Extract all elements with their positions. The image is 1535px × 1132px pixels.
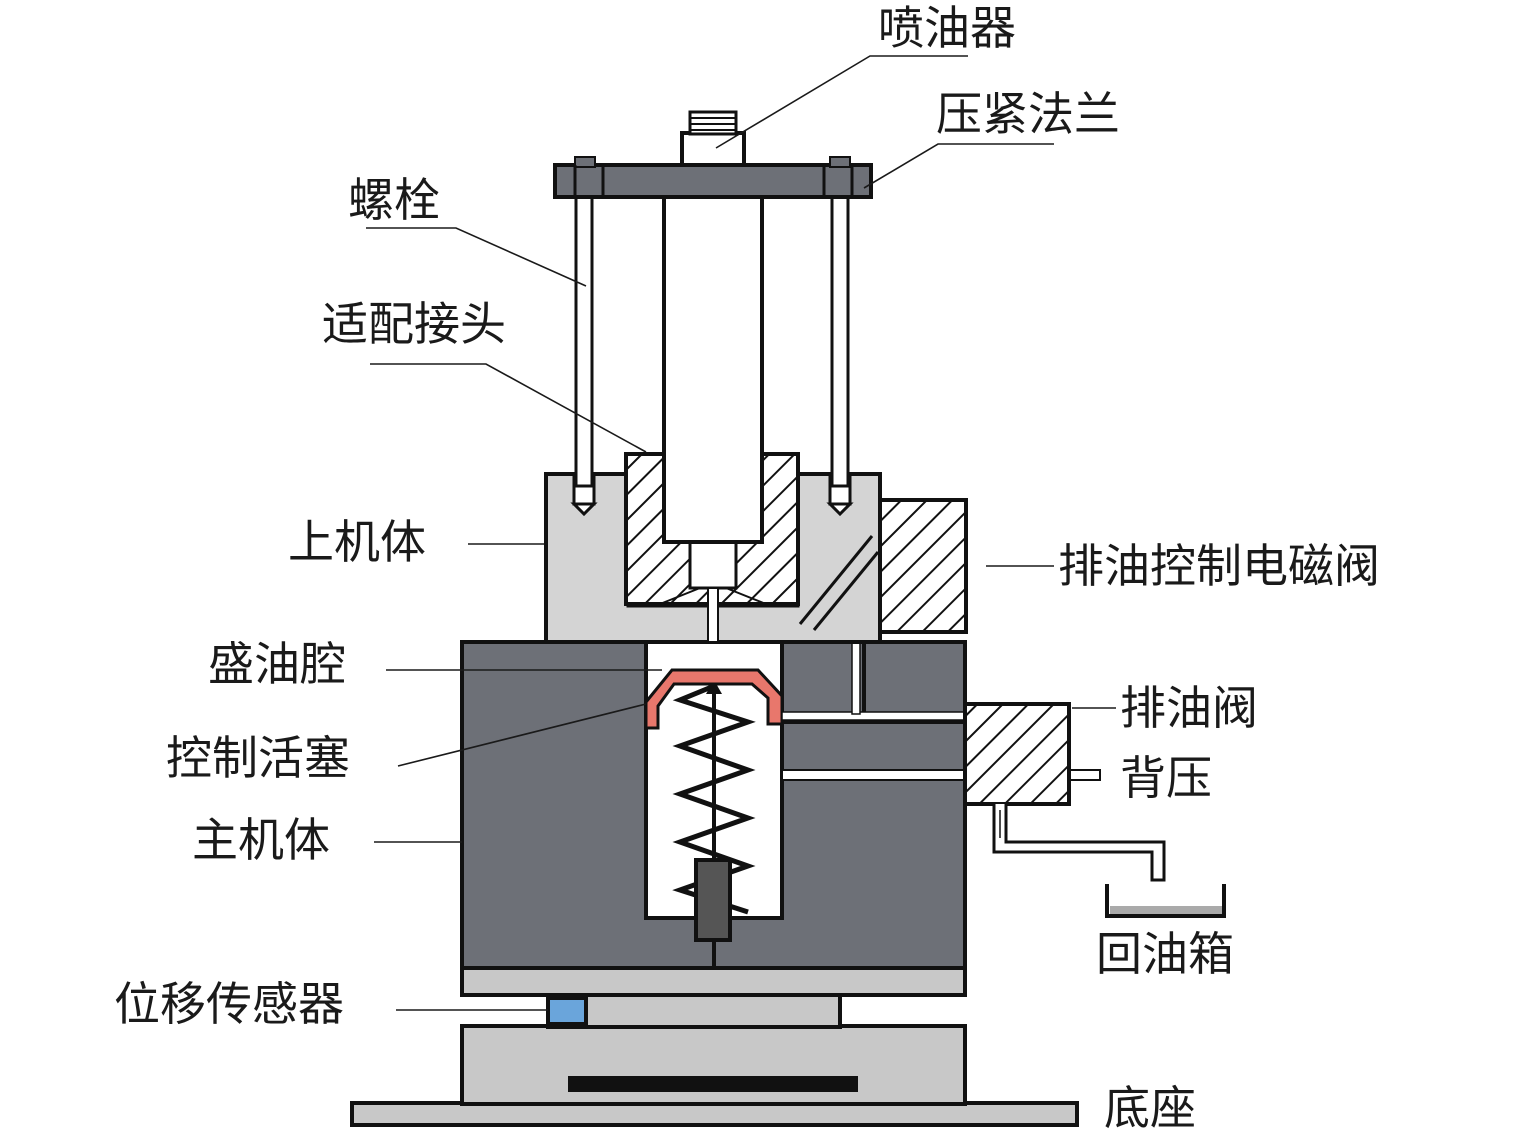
bolt-left: [574, 194, 594, 488]
sensor-probe: [694, 858, 732, 942]
base-block: [460, 1024, 967, 1106]
label-base: 底座: [1104, 1081, 1196, 1132]
label-bolt: 螺栓: [348, 173, 440, 227]
leader-lines: [366, 55, 1116, 1011]
label-main-body: 主机体: [192, 813, 330, 867]
base-assembly: [350, 993, 1079, 1127]
label-sensor: 位移传感器: [114, 977, 344, 1031]
control-piston: [644, 668, 784, 730]
drain-solenoid-valve: [878, 498, 968, 634]
label-upper-body: 上机体: [288, 515, 426, 569]
back-pressure-channel: [781, 769, 1101, 781]
label-back-pressure: 背压: [1120, 751, 1212, 805]
main-body: [460, 640, 1101, 997]
label-piston: 控制活塞: [166, 731, 350, 785]
clamp-flange: [553, 163, 873, 199]
label-flange: 压紧法兰: [936, 87, 1120, 141]
injector-assembly: [553, 110, 873, 544]
label-injector: 喷油器: [878, 1, 1016, 55]
return-pipe: [992, 804, 1166, 882]
base-plate: [350, 1101, 1079, 1127]
label-drain-valve: 排油阀: [1120, 681, 1258, 735]
label-adapter: 适配接头: [322, 297, 506, 351]
oil-return-tank: [1105, 884, 1226, 918]
label-tank: 回油箱: [1096, 927, 1234, 981]
drain-channel: [781, 711, 975, 721]
drain-valve: [963, 702, 1071, 806]
labels: 喷油器 压紧法兰 螺栓 适配接头 上机体 排油控制电磁阀 盛油腔 排油阀 控制活…: [114, 1, 1380, 1132]
label-solenoid: 排油控制电磁阀: [1058, 539, 1380, 593]
bolt-right: [830, 194, 850, 488]
displacement-sensor-block: [546, 996, 588, 1026]
main-body-bottom-plate: [460, 966, 967, 997]
label-chamber: 盛油腔: [208, 637, 346, 691]
base-slot: [568, 1076, 858, 1092]
injector-body: [662, 194, 764, 544]
base-riser: [546, 993, 842, 1029]
injector-head: [680, 131, 746, 167]
